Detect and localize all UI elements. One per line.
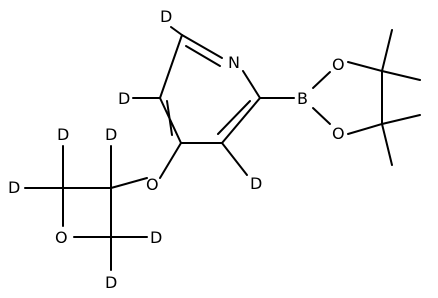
bond-c4-c5-double <box>166 100 173 136</box>
atom-label-o-boronate-lower: O <box>332 124 345 143</box>
ether-linkage <box>110 142 182 189</box>
bond-b-o-upper <box>312 71 331 89</box>
bond-c5-c6 <box>159 34 183 99</box>
atom-label-d-c3prime: D <box>105 125 117 144</box>
atom-label-d-c6: D <box>160 7 172 26</box>
pyridine-ring <box>159 34 261 144</box>
bond-c2-c3 <box>221 97 261 144</box>
bond-c3-d <box>221 142 248 176</box>
atom-label-n1: N <box>228 53 240 72</box>
atom-label-d-c5: D <box>118 89 130 108</box>
bond-c6-n1 <box>181 34 223 59</box>
bond-n1-c2 <box>242 70 261 99</box>
atom-label-d-c4prime-right: D <box>150 228 162 247</box>
atom-label-d-c2prime-up: D <box>57 125 69 144</box>
atom-label-d-c4prime-down: D <box>105 273 117 292</box>
methyl-lower-2 <box>381 123 393 166</box>
bond-o-c3prime <box>110 177 148 189</box>
bond-c4-o <box>159 142 182 179</box>
atom-label-d-c2prime-left: D <box>8 178 20 197</box>
pyridine-deuterium-bonds <box>132 26 248 176</box>
bond-c6-d <box>170 26 183 36</box>
methyl-upper-2 <box>381 70 421 81</box>
bond-c6-n1-double <box>185 45 221 67</box>
atom-label-o-ether: O <box>146 175 159 194</box>
bond-b-o-lower <box>312 107 331 125</box>
pinacol-boronate <box>259 29 421 166</box>
atom-label-b: B <box>297 89 308 108</box>
oxetane-deuterium-bonds <box>24 145 148 271</box>
bond-o-lower-c <box>347 123 383 135</box>
bond-c2-c3-double <box>217 100 251 135</box>
methyl-upper-1 <box>381 29 393 72</box>
bond-o-upper-c <box>347 61 383 72</box>
methyl-lower-1 <box>381 114 421 125</box>
atom-label-o-oxetane: O <box>55 228 68 247</box>
atom-label-d-c3: D <box>250 174 262 193</box>
oxetane-ring <box>62 187 112 238</box>
atom-label-o-boronate-upper: O <box>332 55 345 74</box>
